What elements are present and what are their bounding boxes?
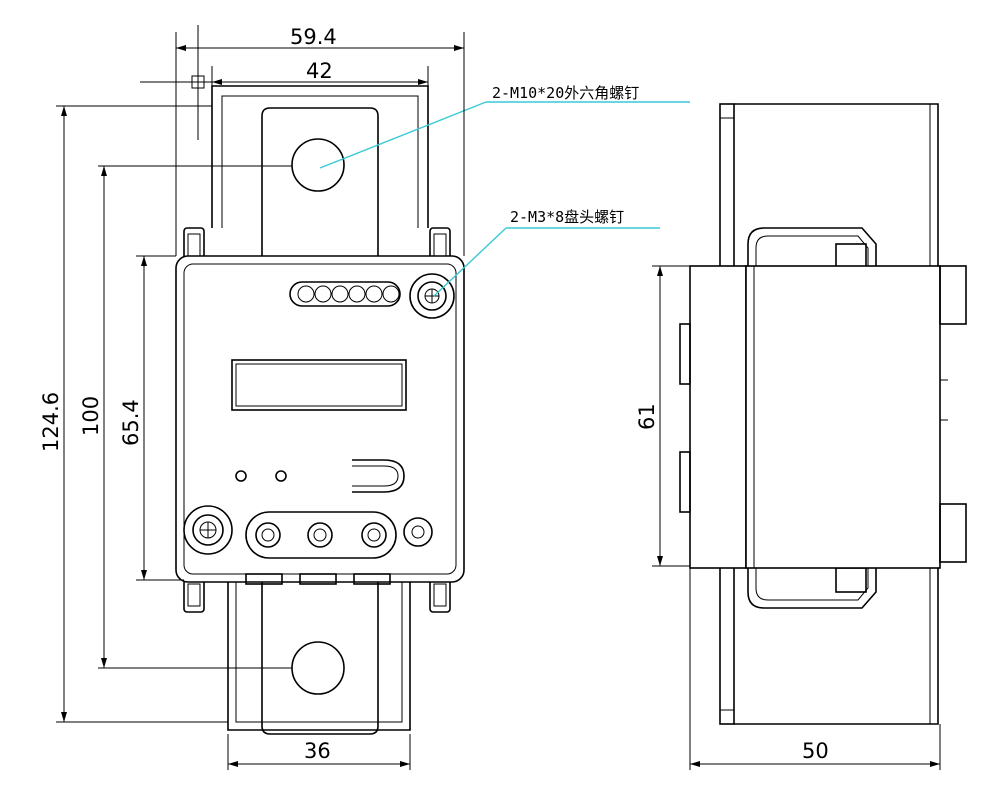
- dim-bottom-width: [227, 734, 411, 770]
- terminal-strip: [245, 511, 397, 559]
- callout-leaders: [319, 101, 690, 297]
- dim-total-height: [56, 105, 228, 723]
- dim-body-height: [136, 255, 184, 581]
- dim-total-width: [175, 32, 465, 256]
- u-clip: [352, 459, 405, 493]
- hex-bolt-callout: 2-M10*20外六角螺钉: [492, 84, 639, 102]
- dim-inner-width: [211, 66, 429, 86]
- side-terminal-upper: [939, 265, 967, 325]
- side-view: 61 50: [635, 103, 967, 770]
- pan-head-screw-bottom-left: [183, 505, 233, 555]
- display-window: [231, 359, 407, 411]
- side-housing: [689, 265, 747, 569]
- upper-mounting-hole: [291, 138, 345, 192]
- dim-hole-pitch: [98, 165, 292, 669]
- dim-total-width-label: 59.4: [290, 25, 337, 49]
- side-terminal-lower: [939, 503, 967, 563]
- dim-inner-width-label: 42: [306, 59, 333, 83]
- upper-busbar: [211, 85, 429, 270]
- pan-head-screw-top-right: [409, 273, 455, 319]
- lower-busbar: [227, 582, 411, 735]
- dim-side-width-label: 50: [802, 739, 829, 763]
- dim-hole-pitch-label: 100: [79, 396, 103, 436]
- lower-mounting-hole: [291, 641, 345, 695]
- front-view: 2-M10*20外六角螺钉 2-M3*8盘头螺钉 59.4 42: [39, 25, 690, 770]
- front-housing: [175, 255, 465, 585]
- dim-side-height: [652, 265, 690, 567]
- side-bottom-clip: [747, 568, 877, 609]
- pan-screw-callout: 2-M3*8盘头螺钉: [510, 208, 624, 226]
- led-strip: [289, 281, 401, 307]
- dim-side-width: [689, 568, 941, 770]
- dim-body-height-label: 65.4: [119, 399, 143, 446]
- dim-total-height-label: 124.6: [39, 392, 63, 452]
- side-top-clip: [747, 227, 877, 268]
- dim-side-height-label: 61: [635, 403, 659, 430]
- dim-bottom-width-label: 36: [304, 739, 331, 763]
